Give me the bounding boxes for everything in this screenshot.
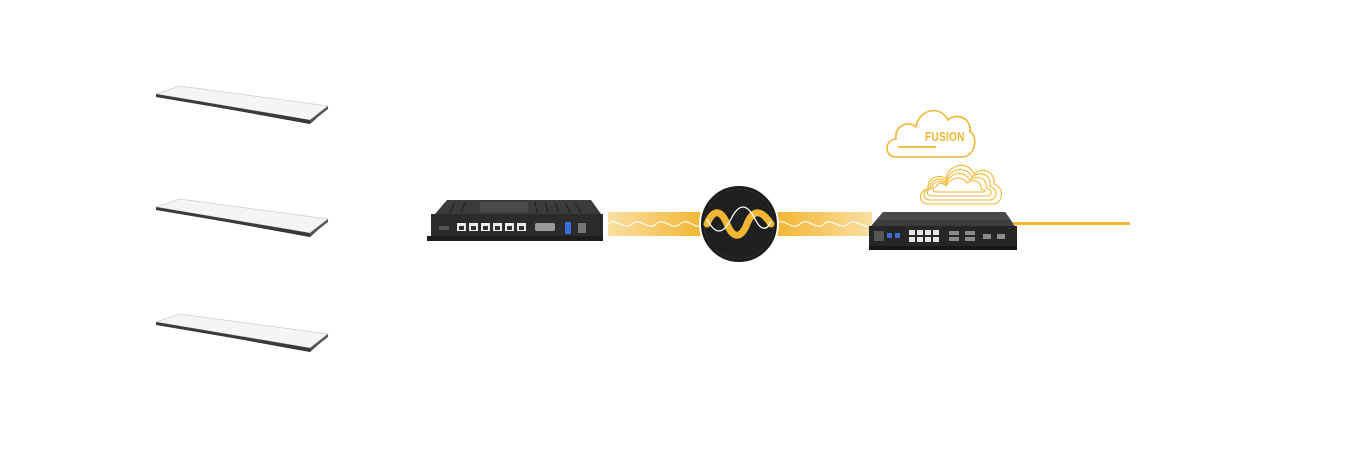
wave-circle-icon [699,184,779,264]
cloud-icon [919,164,1003,205]
uplink-line [1013,222,1130,225]
flat-panel-antenna-2 [150,195,335,245]
wave-bonding-hub [698,183,780,265]
link-band-left [608,212,703,236]
link-band-right [776,212,872,236]
rack-server [865,208,1020,254]
cloud-label: FUSION [925,129,965,144]
secondary-cloud [918,156,1010,210]
flat-panel-antenna-1 [150,82,335,132]
edge-router [425,196,605,248]
cloud-icon [886,109,976,158]
fusion-cloud [882,102,977,162]
flat-panel-antenna-3 [150,310,335,360]
